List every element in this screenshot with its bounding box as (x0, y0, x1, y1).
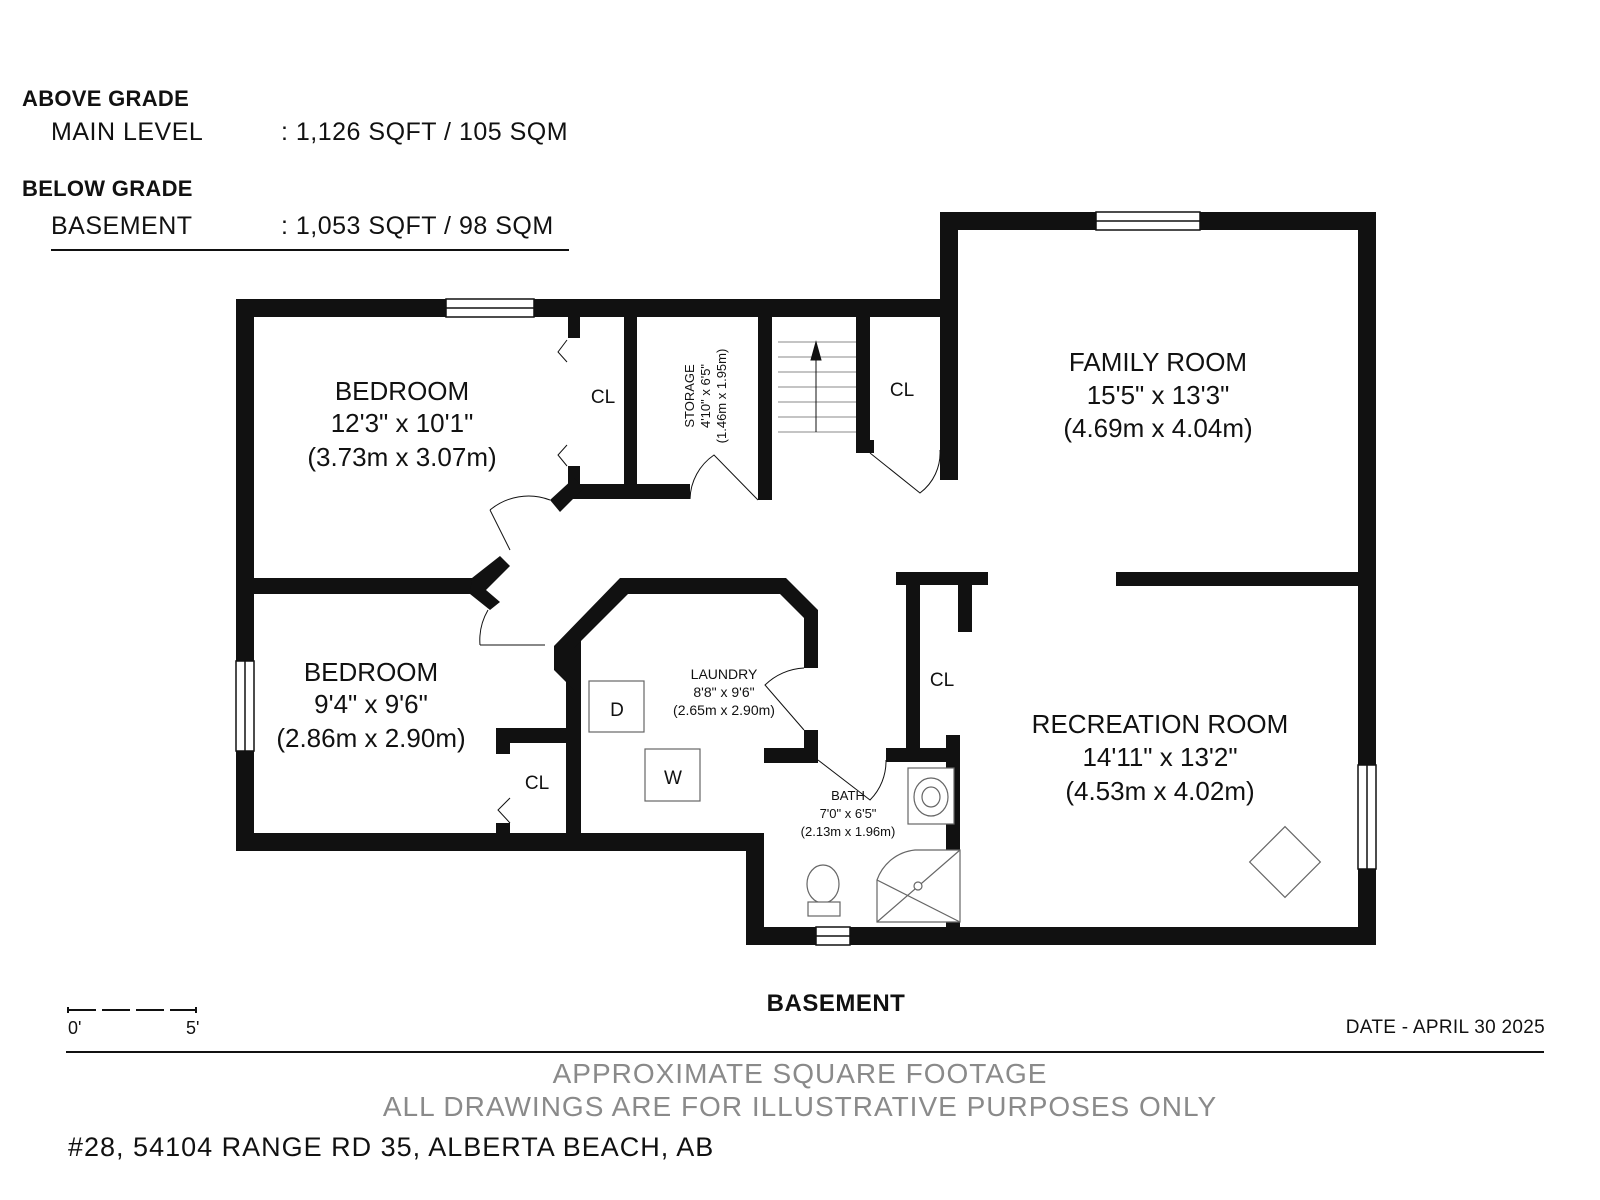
family-room-dim-imperial: 15'5" x 13'3" (1087, 380, 1230, 410)
washer-icon (644, 748, 701, 802)
storage-dim-metric: (1.46m x 1.95m) (714, 349, 729, 444)
summary-underline (51, 249, 569, 251)
doors (479, 339, 941, 824)
disclaimer-line1: APPROXIMATE SQUARE FOOTAGE (552, 1058, 1048, 1089)
bedroom1-dim-metric: (3.73m x 3.07m) (307, 442, 496, 472)
basement-area: : 1,053 SQFT / 98 SQM (281, 212, 554, 240)
closet-label-stairs: CL (890, 380, 914, 401)
utility-icon (1248, 825, 1322, 899)
bath-dim-imperial: 7'0" x 6'5" (820, 806, 877, 821)
floor-title: BASEMENT (766, 990, 906, 1017)
recreation-room-dim-imperial: 14'11" x 13'2" (1082, 742, 1237, 772)
door-bedroom2-closet (497, 797, 511, 824)
closet-label-hall: CL (930, 670, 954, 691)
bath-name: BATH (831, 788, 865, 803)
stairs (778, 340, 856, 433)
bedroom1-name: BEDROOM (335, 376, 469, 406)
dryer-label: D (610, 700, 624, 721)
closet-label-bedroom2: CL (525, 773, 549, 794)
dryer-icon (588, 680, 645, 733)
laundry-dim-imperial: 8'8" x 9'6" (693, 684, 754, 700)
recreation-room-name: RECREATION ROOM (1032, 709, 1289, 739)
below-grade-heading: BELOW GRADE (22, 176, 193, 201)
door-laundry (764, 667, 805, 731)
door-bedroom1 (489, 495, 551, 511)
laundry-dim-metric: (2.65m x 2.90m) (673, 702, 775, 718)
bedroom2-dim-imperial: 9'4" x 9'6" (314, 689, 428, 719)
bedroom2-dim-metric: (2.86m x 2.90m) (276, 723, 465, 753)
basement-label: BASEMENT (51, 212, 193, 240)
disclaimer-line2: ALL DRAWINGS ARE FOR ILLUSTRATIVE PURPOS… (382, 1091, 1218, 1122)
bedroom1-dim-imperial: 12'3" x 10'1" (331, 408, 474, 438)
main-level-label: MAIN LEVEL (51, 118, 204, 146)
fixtures (588, 680, 1322, 923)
scale-bar: 0' 5' (67, 1007, 199, 1038)
plan-date: DATE - APRIL 30 2025 (1345, 1017, 1545, 1038)
family-room-dim-metric: (4.69m x 4.04m) (1063, 413, 1252, 443)
scale-end-label: 5' (186, 1018, 199, 1038)
scale-start-label: 0' (68, 1018, 81, 1038)
main-level-area: : 1,126 SQFT / 105 SQM (281, 118, 569, 146)
door-bath (817, 759, 887, 801)
storage-name: STORAGE (682, 364, 697, 428)
closet-label-bedroom1: CL (591, 387, 615, 408)
washer-label: W (664, 768, 682, 789)
family-room-name: FAMILY ROOM (1069, 347, 1247, 377)
above-grade-heading: ABOVE GRADE (22, 86, 190, 111)
door-bedroom2 (479, 609, 489, 646)
storage-dim-imperial: 4'10" x 6'5" (698, 364, 713, 428)
windows (235, 211, 1377, 946)
walls (236, 212, 1376, 945)
property-address: #28, 54104 RANGE RD 35, ALBERTA BEACH, A… (68, 1132, 715, 1162)
bath-dim-metric: (2.13m x 1.96m) (801, 824, 896, 839)
recreation-room-dim-metric: (4.53m x 4.02m) (1065, 776, 1254, 806)
bedroom2-name: BEDROOM (304, 657, 438, 687)
door-closet-stairs (869, 449, 941, 494)
stair-arrow-icon (810, 340, 822, 361)
laundry-name: LAUNDRY (691, 666, 758, 682)
door-storage (689, 454, 759, 501)
toilet-icon (806, 864, 840, 904)
